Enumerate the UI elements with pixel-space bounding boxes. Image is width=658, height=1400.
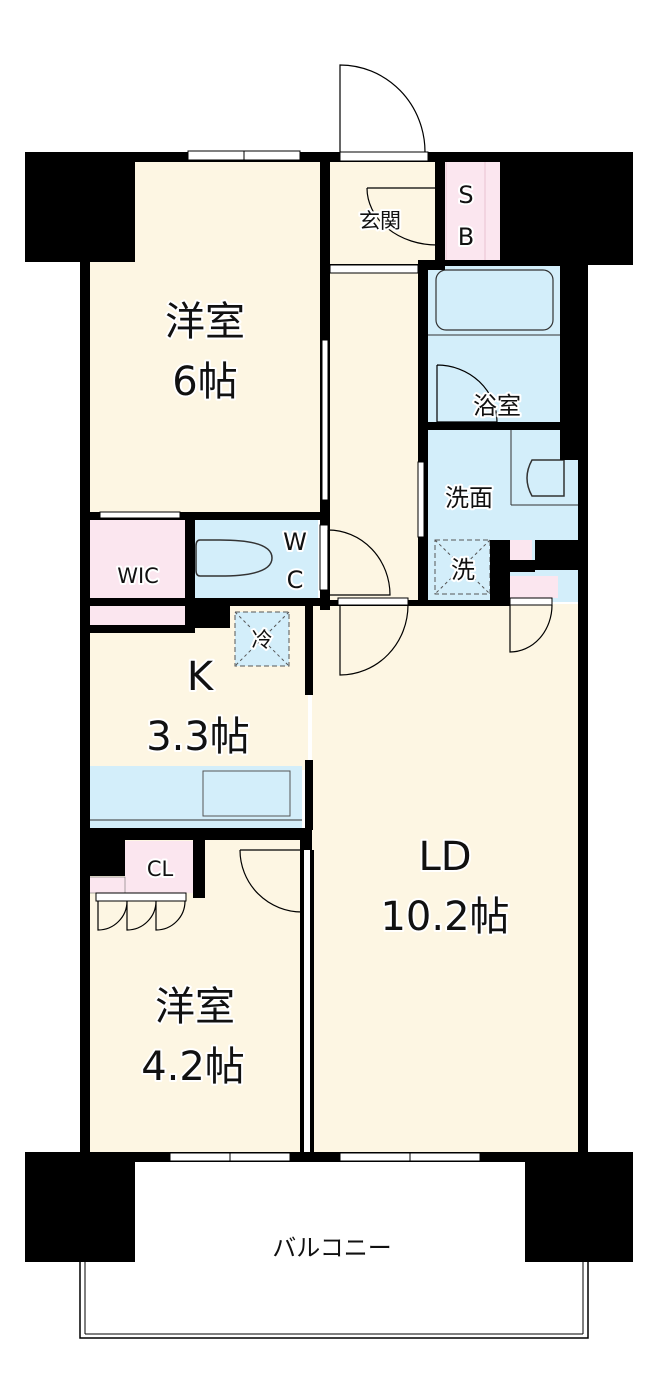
kitchen-counter	[88, 766, 302, 828]
closet-label: CL	[147, 857, 174, 881]
laundry-label: 洗	[451, 556, 475, 584]
room-size-western-6: 6帖	[172, 359, 237, 405]
room-size-kitchen: 3.3帖	[146, 714, 250, 760]
room-size-ld: 10.2帖	[380, 894, 509, 940]
shoe-box	[445, 159, 507, 267]
closet	[125, 841, 193, 893]
floor-areas	[87, 159, 580, 1154]
room-name-bath: 浴室	[473, 392, 521, 420]
wc-label-w: W	[283, 528, 307, 556]
room-name-western-6: 洋室	[165, 299, 245, 345]
wc-area	[195, 520, 318, 598]
windows-doors	[95, 150, 553, 1162]
sink	[202, 770, 291, 817]
shoe-box-label-s: S	[458, 181, 473, 209]
balcony-label: バルコニー	[272, 1234, 392, 1262]
room-name-entrance: 玄関	[359, 209, 401, 233]
wc-label-c: C	[287, 566, 304, 594]
wic-area	[88, 520, 185, 625]
wash-basin	[526, 459, 565, 497]
room-size-western-42: 4.2帖	[141, 1044, 245, 1090]
shoe-box-label-b: B	[458, 223, 474, 251]
room-name-ld: LD	[418, 834, 471, 880]
room-name-washroom: 洗面	[445, 484, 493, 512]
fridge-label: 冷	[252, 628, 273, 652]
bathtub	[435, 269, 554, 331]
room-name-western-42: 洋室	[155, 984, 235, 1030]
toilet-icon	[195, 539, 273, 577]
room-name-kitchen: K	[187, 654, 215, 700]
room-name-wic: WIC	[117, 564, 159, 588]
door-swings	[97, 64, 553, 931]
balcony-area	[79, 1159, 589, 1339]
